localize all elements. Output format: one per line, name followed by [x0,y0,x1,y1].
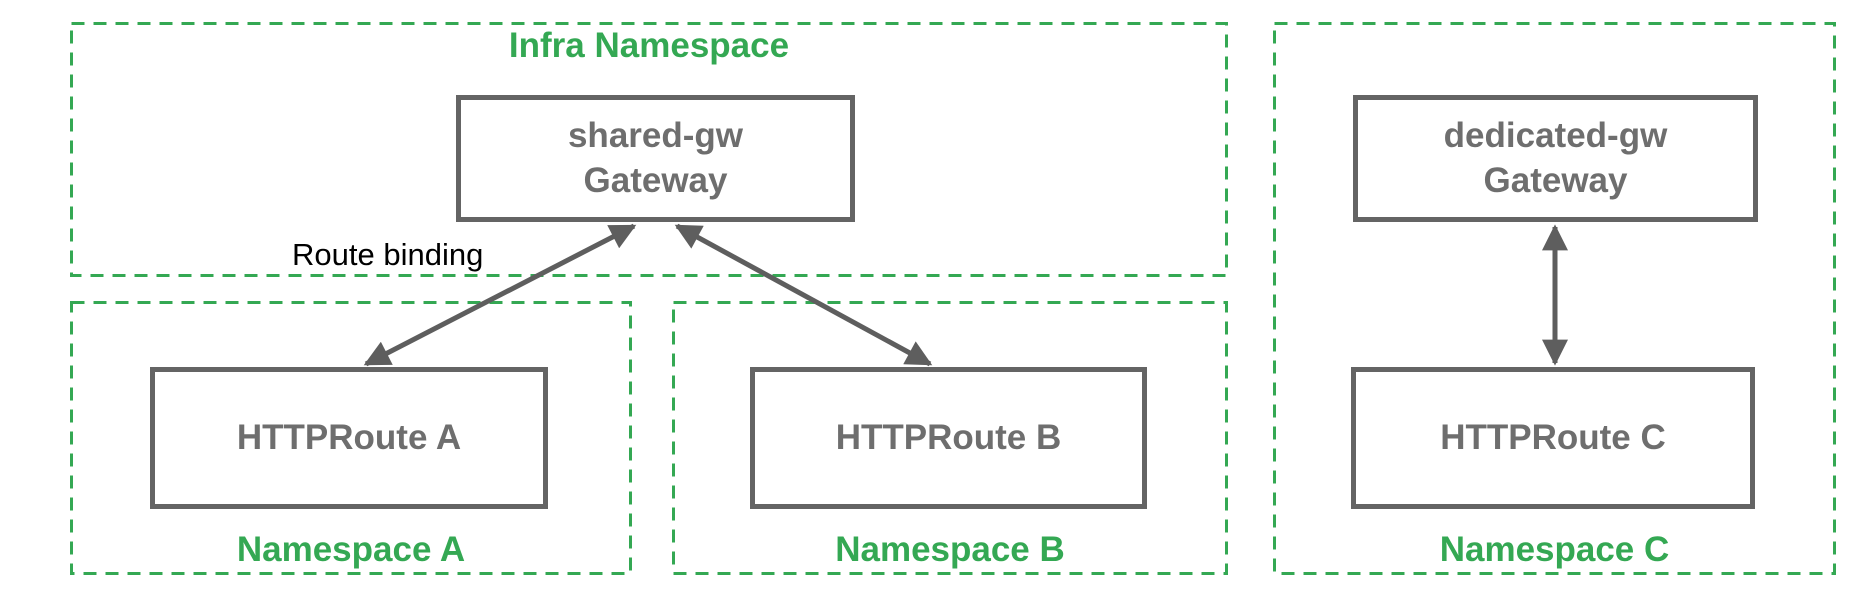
namespace-b-box [672,301,1228,575]
namespace-b-label: Namespace B [835,530,1065,569]
httproute-a-label: HTTPRoute A [236,417,462,457]
httproute-c-label: HTTPRoute C [1440,417,1666,457]
infra-namespace-box [70,22,1228,277]
namespace-c-label: Namespace C [1439,530,1670,569]
namespace-a-box [70,301,632,575]
namespace-a-label: Namespace A [236,530,466,569]
namespace-c-box [1273,22,1836,575]
httproute-a-node: HTTPRoute A [150,367,548,509]
route-binding-label: Route binding [292,237,484,272]
route-binding-arrow-httproute-a [363,223,637,367]
dedicated-gw-name: dedicated-gw [1443,116,1668,156]
httproute-b-label: HTTPRoute B [835,417,1062,457]
httproute-c-node: HTTPRoute C [1351,367,1755,509]
shared-gw-gateway-node: shared-gw Gateway [456,95,855,222]
shared-gw-name: shared-gw [567,116,744,156]
infra-namespace-label: Infra Namespace [508,26,790,65]
route-binding-arrow-httproute-b [674,223,933,367]
shared-gw-type-label: Gateway [583,160,728,200]
httproute-b-node: HTTPRoute B [750,367,1147,509]
dedicated-gw-type-label: Gateway [1483,160,1628,200]
dedicated-gw-gateway-node: dedicated-gw Gateway [1353,95,1758,222]
